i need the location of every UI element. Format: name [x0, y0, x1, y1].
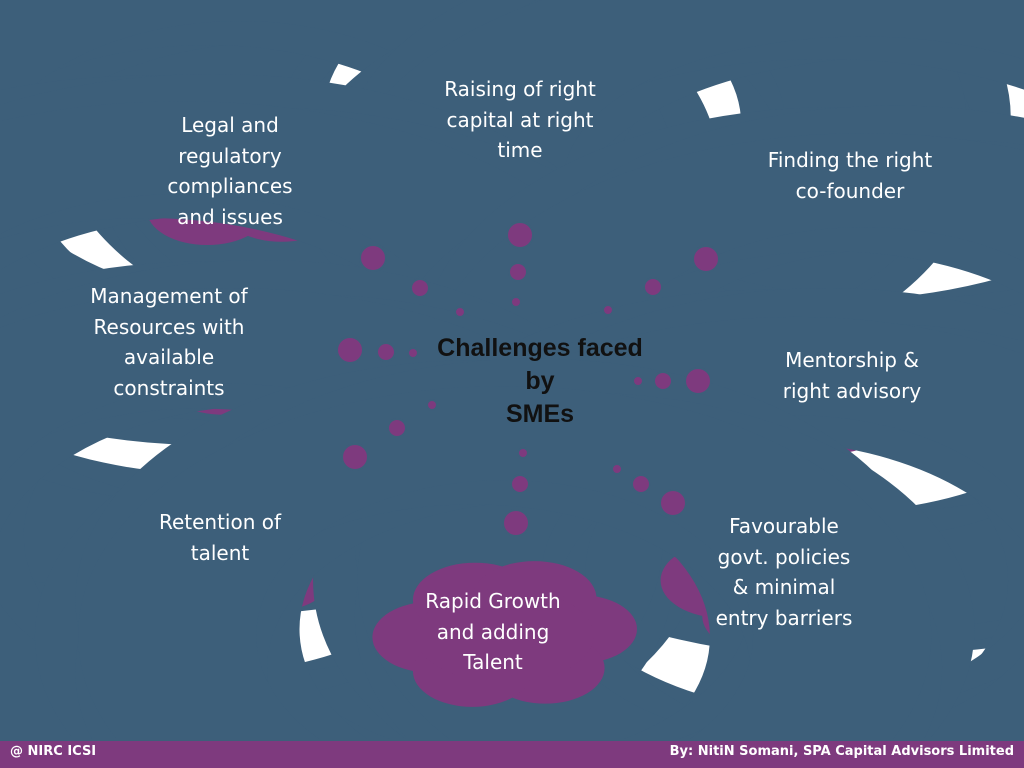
bubble [410, 278, 430, 298]
text-line: right advisory [782, 378, 922, 403]
bubble [659, 489, 687, 517]
text-line: available [123, 345, 215, 369]
bubble [336, 336, 364, 364]
text-line: compliances [167, 174, 293, 198]
bubble [684, 367, 712, 395]
bubble [631, 474, 651, 494]
bubble [517, 447, 529, 459]
cloud-label-legal: Legal and regulatory compliances and iss… [130, 110, 330, 232]
text-line: co-founder [795, 178, 905, 203]
bubble [426, 399, 438, 411]
cloud-label-rapid-growth: Rapid Growth and adding Talent [393, 586, 593, 678]
bubble [611, 463, 623, 475]
text-line: Mentorship & [785, 348, 919, 372]
bubble [510, 474, 530, 494]
cloud-label-govt-policies: Favourable govt. policies & minimal entr… [684, 511, 884, 633]
text-line: entry barriers [715, 605, 853, 630]
bubble [643, 277, 663, 297]
text-line: capital at right [446, 107, 594, 132]
cloud-label-retention: Retention of talent [120, 507, 320, 568]
cloud-label-cofounder: Finding the right co-founder [740, 145, 960, 206]
center-title: Challenges faced by SMEs [410, 332, 670, 431]
text-line: regulatory [178, 143, 282, 168]
footer-credit-text: By: NitiN Somani, SPA Capital Advisors L… [669, 744, 1014, 759]
bubble [508, 262, 528, 282]
cloud-label-capital: Raising of right capital at right time [410, 74, 630, 166]
cloud-label-mentorship: Mentorship & right advisory [742, 345, 962, 406]
bubble [653, 371, 673, 391]
bubble [692, 245, 720, 273]
title-line: Challenges faced [437, 334, 643, 362]
bubble [359, 244, 387, 272]
text-line: Raising of right [444, 77, 596, 101]
text-line: Finding the right [767, 148, 933, 172]
bubble [510, 296, 522, 308]
text-line: Management of [90, 284, 248, 308]
footer-left-text: @ NIRC ICSI [10, 744, 97, 759]
title-line: SMEs [505, 400, 575, 428]
text-line: Favourable [729, 514, 839, 538]
bubble [502, 509, 530, 537]
text-line: talent [190, 540, 250, 565]
bubble [376, 342, 396, 362]
bubble [454, 306, 466, 318]
text-line: Legal and [181, 113, 279, 137]
bubble [602, 304, 614, 316]
cloud-label-management: Management of Resources with available c… [60, 281, 278, 403]
text-line: & minimal [732, 575, 836, 599]
text-line: Resources with [93, 314, 245, 339]
text-line: constraints [113, 375, 225, 400]
text-line: and issues [177, 204, 283, 229]
bubble [407, 347, 419, 359]
bubble [387, 418, 407, 438]
text-line: Retention of [158, 510, 282, 534]
title-line: by [525, 367, 555, 395]
connector-bubbles [336, 221, 720, 537]
footer-bar: @ NIRC ICSI By: NitiN Somani, SPA Capita… [0, 739, 1024, 768]
text-line: time [497, 138, 543, 162]
text-line: govt. policies [717, 544, 851, 569]
bubble [632, 375, 644, 387]
text-line: Rapid Growth [425, 589, 561, 613]
bubble [341, 443, 369, 471]
text-line: and adding [436, 619, 550, 644]
text-line: Talent [463, 650, 523, 674]
bubble [506, 221, 534, 249]
